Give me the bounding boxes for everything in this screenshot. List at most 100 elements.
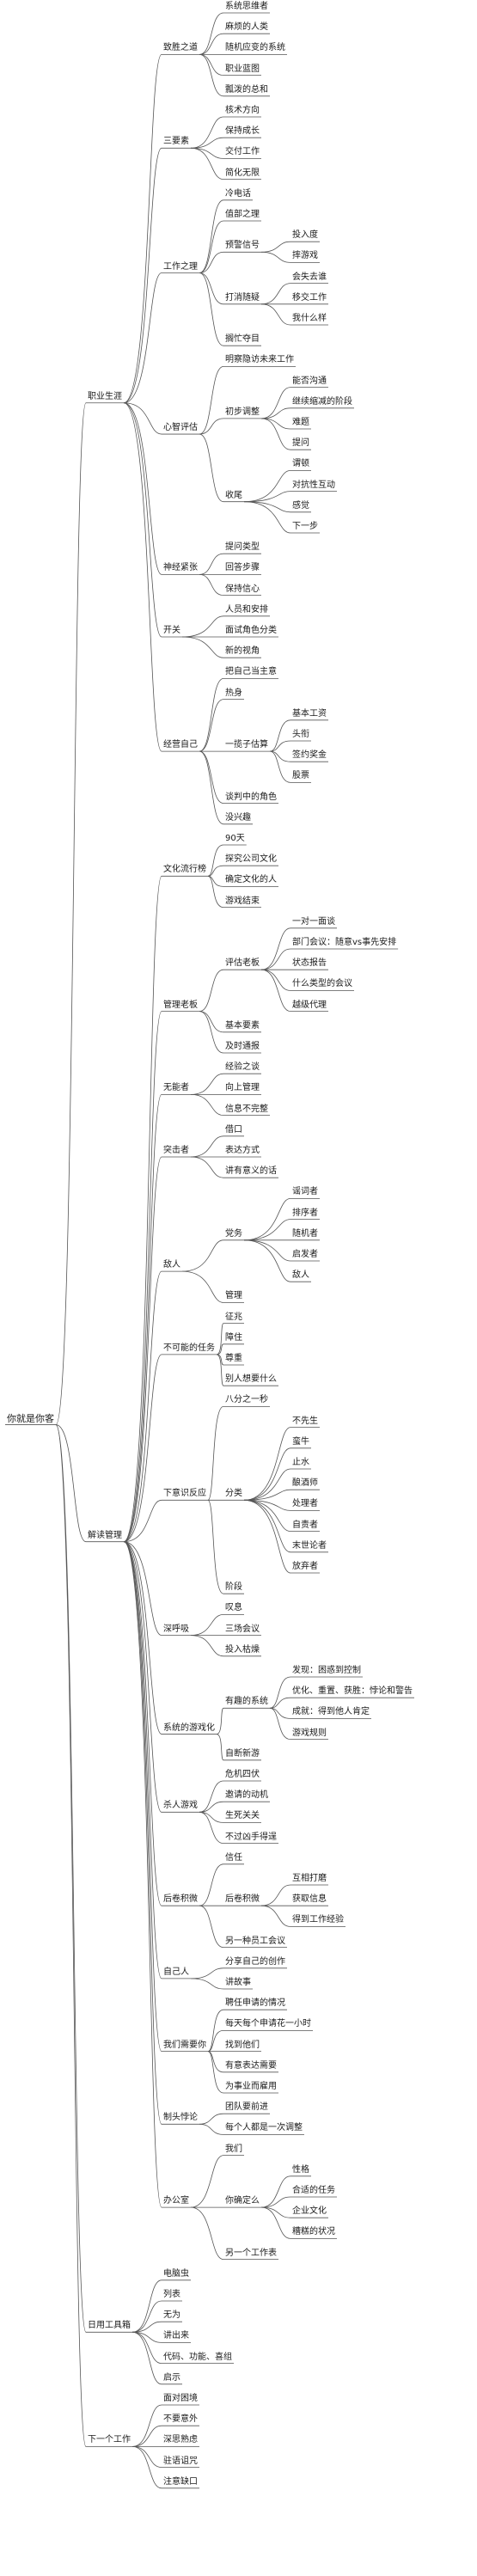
mindmap-connector — [260, 387, 291, 419]
mindmap-leaf-node: 不要意外 — [163, 2414, 198, 2425]
mindmap-connector — [199, 251, 224, 273]
mindmap-connector — [131, 2331, 162, 2364]
mindmap-connector — [243, 1489, 291, 1501]
mindmap-leaf-node: 为事业而雇用 — [225, 2082, 277, 2091]
mindmap-connector — [199, 272, 224, 346]
mindmap-leaf-node: 保持成长 — [225, 126, 260, 137]
mindmap-connector — [131, 2425, 162, 2447]
mindmap-branch-node: 下一个工作 — [88, 2435, 131, 2445]
mindmap-leaf-node: 自责者 — [292, 1520, 318, 1530]
mindmap-connector — [199, 1801, 224, 1813]
mindmap-branch-node: 系统的游戏化 — [163, 1722, 215, 1733]
mindmap-connector — [207, 2030, 224, 2052]
mindmap-leaf-node: 我们 — [225, 2144, 242, 2154]
mindmap-connector — [123, 1541, 162, 2208]
mindmap-connector — [260, 241, 291, 253]
mindmap-leaf-node: 状态报告 — [292, 958, 327, 969]
mindmap-leaf-node: 随机应变的系统 — [225, 43, 285, 53]
mindmap-connector — [199, 33, 224, 55]
mindmap-connector — [260, 1884, 291, 1906]
mindmap-leaf-node: 感觉 — [292, 500, 309, 511]
mindmap-leaf-node: 及时通报 — [225, 1042, 260, 1051]
mindmap-connector — [123, 1541, 162, 1636]
mindmap-leaf-node: 对抗性互动 — [292, 480, 335, 490]
mindmap-branch-node: 党务 — [225, 1228, 242, 1239]
mindmap-connector — [123, 272, 162, 404]
mindmap-leaf-node: 别人想要什么 — [225, 1374, 277, 1385]
mindmap-leaf-node: 向上管理 — [225, 1083, 260, 1093]
mindmap-connector — [269, 719, 291, 752]
mindmap-leaf-node: 我什么样 — [292, 314, 327, 323]
mindmap-branch-node: 解读管理 — [88, 1530, 122, 1540]
mindmap-connector — [131, 2300, 162, 2333]
mindmap-connector — [190, 1978, 224, 1990]
mindmap-leaf-node: 电脑虫 — [163, 2268, 189, 2279]
mindmap-leaf-node: 另一个工作表 — [225, 2248, 277, 2258]
mindmap-leaf-node: 自断新游 — [225, 1748, 260, 1759]
mindmap-leaf-node: 代码、功能、喜组 — [163, 2352, 232, 2362]
mindmap-connector — [260, 418, 291, 430]
mindmap-connector — [123, 402, 162, 575]
mindmap-leaf-node: 经验之谈 — [225, 1062, 260, 1073]
mindmap-leaf-node: 移交工作 — [292, 292, 327, 303]
mindmap-connector — [190, 1635, 224, 1657]
mindmap-leaf-node: 发现：困惑到控制 — [292, 1666, 361, 1675]
mindmap-leaf-node: 回答步骤 — [225, 563, 260, 573]
mindmap-leaf-node: 生死关关 — [225, 1811, 260, 1821]
mindmap-leaf-node: 表达方式 — [225, 1146, 260, 1155]
mindmap-leaf-node: 另一种员工会议 — [225, 1936, 285, 1946]
mindmap-branch-node: 经营自己 — [163, 740, 198, 750]
mindmap-leaf-node: 投入枯燥 — [225, 1644, 260, 1655]
mindmap-leaf-node: 难题 — [292, 418, 309, 427]
mindmap-branch-node: 无能者 — [163, 1083, 189, 1093]
mindmap-leaf-node: 团队要前进 — [225, 2102, 268, 2113]
mindmap-connector — [55, 402, 87, 1425]
mindmap-connector — [131, 2331, 162, 2343]
mindmap-connector — [123, 1270, 162, 1543]
mindmap-leaf-node: 90天 — [225, 834, 245, 843]
mindmap-connector — [269, 1707, 291, 1740]
mindmap-leaf-node: 讲故事 — [225, 1978, 251, 1987]
mindmap-connector — [199, 1811, 224, 1823]
mindmap-leaf-node: 摔游戏 — [292, 251, 318, 261]
mindmap-connector — [260, 927, 291, 970]
mindmap-connector — [199, 433, 224, 503]
mindmap-connector — [260, 283, 291, 305]
mindmap-connector — [123, 1156, 162, 1543]
mindmap-leaf-node: 叹息 — [225, 1603, 242, 1613]
mindmap-connector — [123, 1541, 162, 1813]
mindmap-connector — [199, 1863, 224, 1906]
mindmap-connector — [123, 402, 162, 752]
mindmap-connector — [190, 147, 224, 159]
mindmap-leaf-node: 信任 — [225, 1852, 242, 1863]
mindmap-connector — [123, 1354, 162, 1543]
mindmap-connector — [190, 2206, 224, 2260]
mindmap-connector — [123, 1011, 162, 1543]
mindmap-connector — [123, 54, 162, 404]
mindmap-leaf-node: 列表 — [163, 2290, 180, 2299]
mindmap-connector — [216, 1343, 224, 1355]
mindmap-leaf-node: 面对困境 — [163, 2394, 198, 2403]
mindmap-leaf-node: 随机者 — [292, 1228, 318, 1239]
mindmap-connector — [260, 969, 291, 991]
mindmap-leaf-node: 启示 — [163, 2372, 180, 2383]
mindmap-leaf-node: 核术方向 — [225, 106, 260, 115]
mindmap-leaf-node: 止水 — [292, 1458, 309, 1467]
mindmap-connector — [243, 1447, 291, 1501]
mindmap-leaf-node: 提问 — [292, 438, 309, 449]
mindmap-leaf-node: 糟糕的状况 — [292, 2227, 335, 2237]
mindmap-branch-node: 心智评估 — [163, 423, 198, 433]
mindmap-connector — [216, 1707, 224, 1735]
mindmap-connector — [55, 1424, 87, 2447]
mindmap-leaf-node: 蛮牛 — [292, 1436, 309, 1447]
mindmap-branch-node: 开关 — [163, 626, 180, 635]
mindmap-leaf-node: 敌人 — [292, 1270, 309, 1281]
mindmap-leaf-node: 聘任申请的情况 — [225, 1998, 285, 2009]
mindmap-leaf-node: 有意表达需要 — [225, 2060, 277, 2071]
mindmap-connector — [269, 1697, 291, 1709]
mindmap-connector — [199, 553, 224, 575]
mindmap-branch-node: 打消随疑 — [225, 292, 260, 303]
mindmap-leaf-node: 探究公司文化 — [225, 854, 277, 865]
mindmap-connector — [123, 1094, 162, 1543]
mindmap-leaf-node: 股票 — [292, 771, 309, 781]
